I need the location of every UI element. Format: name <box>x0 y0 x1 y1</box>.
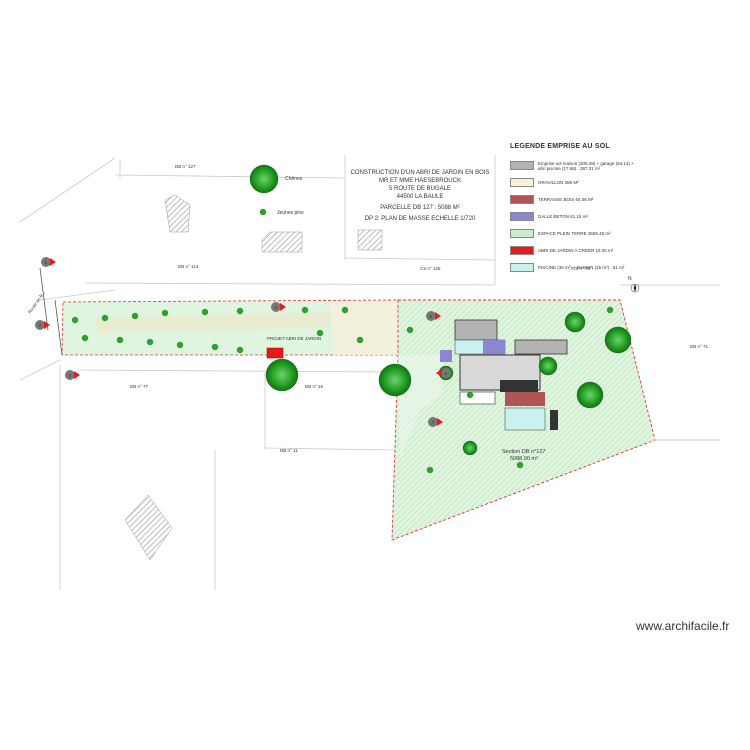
viewpoint-number: 2 <box>39 323 42 328</box>
label-section-title: Section DB n°127 <box>502 449 545 455</box>
legend-label: ABRI DE JARDIN A CREER 19.25 m² <box>538 248 614 253</box>
title-line-6: DP 2: PLAN DE MASSE ECHELLE 1/720 <box>364 216 476 222</box>
label-parcel-16: DB n° 16 <box>305 384 324 389</box>
label-parcel-114: DB n° 114 <box>178 264 199 269</box>
legend-label: ESPACE PLEIN TERRE 3659.45 m² <box>538 231 611 236</box>
legend-item: Emprise sol maison (305.49) + garage (64… <box>510 157 640 174</box>
map-labels: Chênes Jeunes pins PROJET ABRI DE JARDIN… <box>27 164 709 462</box>
tree-icon <box>538 356 558 376</box>
legend-swatch <box>510 178 534 187</box>
legend-label: DALLE BETON 61.15 m² <box>538 214 588 219</box>
label-parcel-75: CS n° 75 <box>572 266 591 271</box>
house <box>440 319 568 431</box>
road <box>39 267 63 356</box>
title-block: CONSTRUCTION D'UN ABRI DE JARDIN EN BOIS… <box>350 170 490 224</box>
tree-icon <box>604 326 632 354</box>
label-road: Route de B... <box>27 290 46 314</box>
title-line-4: 44500 LA BAULE <box>396 194 444 200</box>
small-trees <box>71 208 614 474</box>
label-parcel-127: DB n° 127 <box>175 164 196 169</box>
tree-icon <box>378 363 412 397</box>
viewpoint-number: 7 <box>432 420 435 425</box>
pine-icon <box>259 208 267 216</box>
viewpoint-number: 1 <box>45 260 48 265</box>
viewpoint-markers <box>35 257 451 427</box>
legend-item: DALLE BETON 61.15 m² <box>510 208 640 225</box>
viewpoint-number: 3 <box>69 373 72 378</box>
viewpoint-number: 5 <box>430 314 433 319</box>
label-jeunes-pins: Jeunes pins <box>277 210 304 216</box>
title-line-1: CONSTRUCTION D'UN ABRI DE JARDIN EN BOIS <box>350 170 490 176</box>
legend-swatch <box>510 229 534 238</box>
legend-item: ESPACE PLEIN TERRE 3659.45 m² <box>510 225 640 242</box>
parcel-strip <box>61 299 399 356</box>
label-projet-abri: PROJET ABRI DE JARDIN <box>267 336 321 341</box>
legend-label: Emprise sol maison (305.49) + garage (64… <box>538 160 634 171</box>
viewpoint-number: 6 <box>445 371 448 376</box>
tree-icon <box>576 381 604 409</box>
cadastral-lines <box>19 155 720 590</box>
legend-swatch <box>510 161 534 170</box>
tree-icon <box>462 440 478 456</box>
legend-swatch <box>510 263 534 272</box>
legend-swatch <box>510 195 534 204</box>
label-section-area: 5088.00 m² <box>510 456 538 462</box>
title-line-2: MR ET MME HAESEBROUCK <box>379 178 461 184</box>
tree-icon <box>265 358 299 392</box>
legend-title: LEGENDE EMPRISE AU SOL <box>510 143 610 150</box>
label-north: N <box>628 276 632 282</box>
label-parcel-126: CS n° 126 <box>420 266 441 271</box>
label-parcel-77: DB n° 77 <box>130 384 149 389</box>
large-trees <box>249 164 632 456</box>
title-line-3: 5 ROUTE DE BUGALE <box>388 186 451 192</box>
neighbour-buildings <box>124 194 383 561</box>
title-line-5: PARCELLE DB 127 : 5088 M² <box>380 205 460 211</box>
abri-de-jardin <box>266 347 284 359</box>
legend-item: TERRASSE BOIS 64.06 M² <box>510 191 640 208</box>
watermark: www.archifacile.fr <box>636 619 730 633</box>
label-parcel-71: DB n° 71 <box>690 344 709 349</box>
legend-swatch <box>510 212 534 221</box>
north-arrow-icon <box>630 283 640 293</box>
legend-label: GRAVILLON 385 M² <box>538 180 579 185</box>
legend-label: TERRASSE BOIS 64.06 M² <box>538 197 594 202</box>
legend: LEGENDE EMPRISE AU SOL Emprise sol maiso… <box>510 143 640 276</box>
legend-items: Emprise sol maison (305.49) + garage (64… <box>510 157 640 276</box>
legend-item: PISCINE (36 m²) + BASSIN (25 m²) : 61 m² <box>510 259 640 276</box>
viewpoint-number: 4 <box>275 305 278 310</box>
legend-item: GRAVILLON 385 M² <box>510 174 640 191</box>
legend-label: PISCINE (36 m²) + BASSIN (25 m²) : 61 m² <box>538 265 625 270</box>
tree-icon <box>249 164 279 194</box>
label-chenes: Chênes <box>285 176 303 182</box>
label-parcel-11: DB n° 11 <box>280 448 298 453</box>
tree-icon <box>564 311 586 333</box>
legend-item: ABRI DE JARDIN A CREER 19.25 m² <box>510 242 640 259</box>
legend-swatch <box>510 246 534 255</box>
